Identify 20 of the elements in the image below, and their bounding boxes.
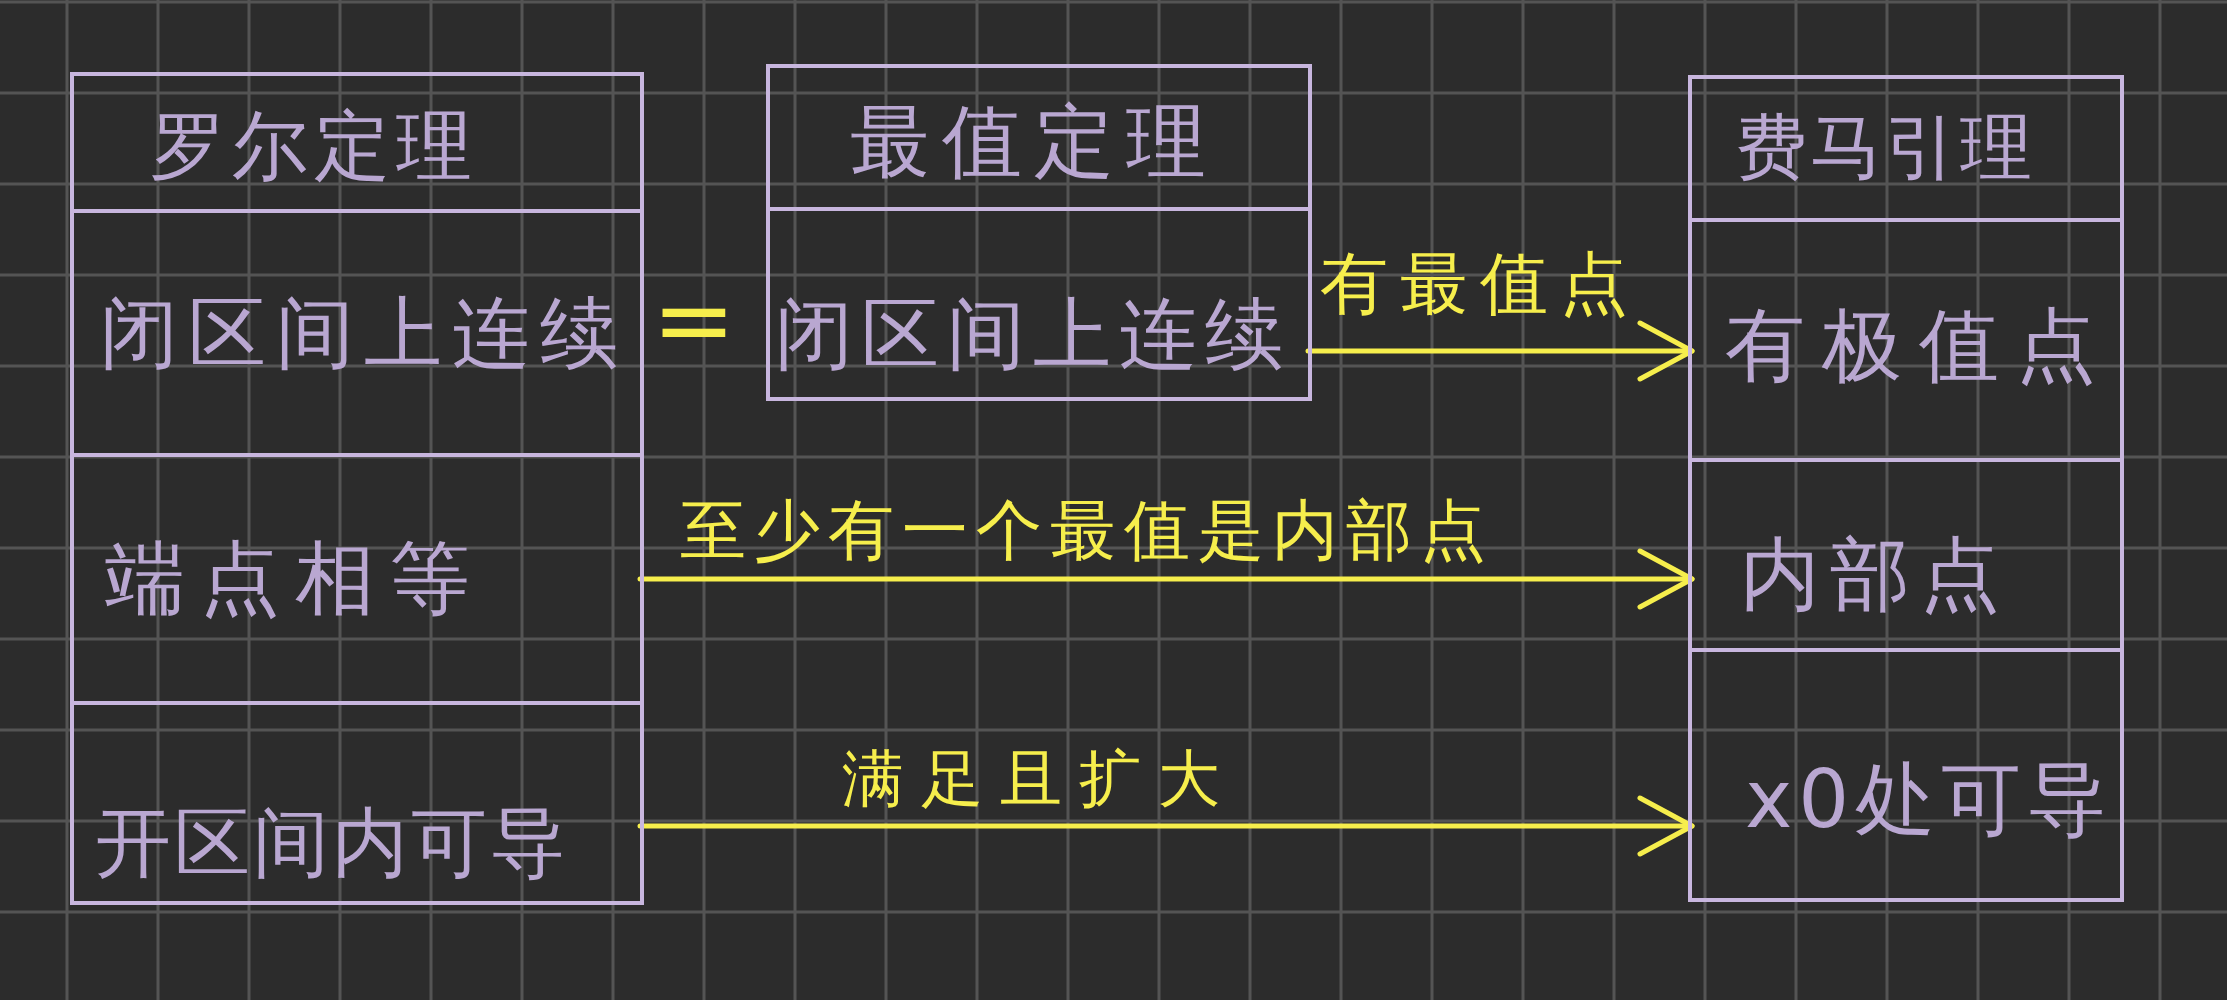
equals-sign: = bbox=[652, 270, 736, 370]
edge-label: 有最值点 bbox=[1320, 250, 1640, 318]
arrow bbox=[1305, 320, 1695, 382]
table-heading: 费马引理 bbox=[1735, 111, 2035, 183]
arrow bbox=[637, 795, 1695, 857]
arrow bbox=[637, 548, 1695, 610]
table-row: 闭区间上连续 bbox=[770, 207, 1308, 397]
table-row: 有极值点 bbox=[1692, 218, 2120, 458]
table-row: 内部点 bbox=[1692, 458, 2120, 648]
theorem-table bbox=[766, 64, 1312, 401]
table-row: 开区间内可导 bbox=[74, 701, 640, 901]
table-heading: 最值定理 bbox=[850, 102, 1218, 182]
theorem-table bbox=[70, 72, 644, 905]
edge-label: 至少有一个最值是内部点 bbox=[680, 498, 1494, 564]
table-row: 闭区间上连续 bbox=[74, 209, 640, 453]
theorem-table bbox=[1688, 75, 2124, 902]
edge-label: 满足且扩大 bbox=[842, 748, 1237, 810]
table-row: x0处可导 bbox=[1692, 648, 2120, 898]
table-heading: 罗尔定理 bbox=[150, 108, 478, 184]
table-row: 端点相等 bbox=[74, 453, 640, 701]
